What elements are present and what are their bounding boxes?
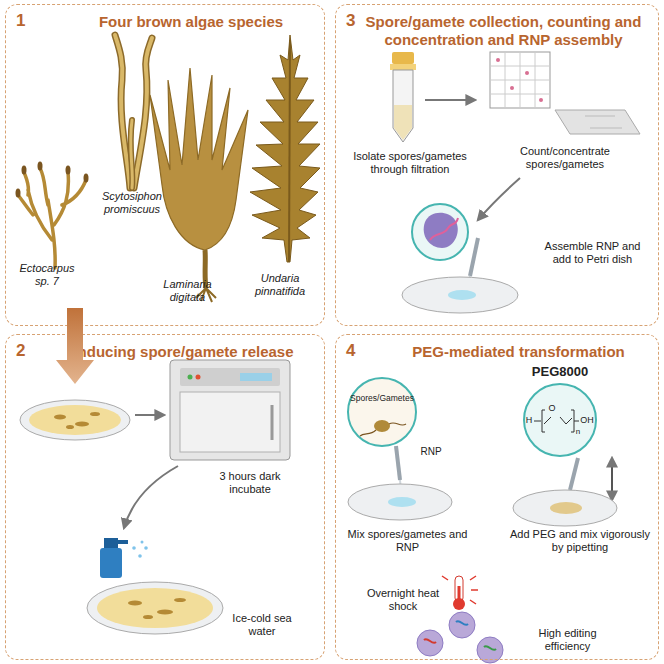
petri-dish	[513, 490, 617, 526]
annotation-label: Spores/Gametes	[348, 393, 416, 403]
incubator	[170, 360, 290, 460]
annotation-label: High editing efficiency	[515, 627, 620, 653]
rnp-zoom	[412, 204, 468, 260]
panel-title: PEG-mediated transformation	[386, 343, 651, 361]
panel-title: Four brown algae species	[66, 13, 316, 31]
annotation-label: Count/concentrate spores/gametes	[490, 145, 640, 171]
spray-bottle	[100, 538, 148, 578]
annotation-label: RNP	[414, 446, 448, 458]
panel-number: 2	[16, 341, 40, 361]
annotation-label: OH	[579, 415, 595, 426]
laminaria-drawing	[150, 68, 248, 302]
annotation-label: Laminaria digitata	[150, 278, 225, 304]
annotation-label: Ice-cold sea water	[222, 612, 302, 638]
flow-arrow	[425, 99, 475, 101]
petri-dish	[402, 277, 518, 313]
thermometer	[442, 576, 478, 610]
petri-dish	[20, 400, 130, 440]
flow-arrow	[478, 178, 520, 220]
panel-number: 4	[346, 341, 370, 361]
mix-arrow	[611, 458, 613, 500]
spore-zoom	[348, 378, 416, 446]
annotation-label: Undaria pinnatifida	[240, 272, 320, 298]
panel-number: 1	[16, 11, 40, 31]
petri-dish	[87, 582, 223, 634]
annotation-label: 3 hours dark incubate	[200, 470, 300, 496]
annotation-label: Overnight heat shock	[358, 587, 448, 613]
annotation-label: O	[547, 403, 557, 414]
annotation-label: Assemble RNP and add to Petri dish	[535, 240, 650, 266]
annotation-label: n	[574, 427, 582, 437]
peg-zoom	[524, 384, 596, 456]
annotation-label: Add PEG and mix vigorously by pipetting	[505, 528, 655, 554]
annotation-label: Scytosiphon promiscuus	[92, 190, 172, 216]
panel-box: 2 Inducing spore/gamete release	[5, 334, 325, 660]
annotation-label: PEG8000	[520, 364, 600, 380]
panel-box: 4 PEG-mediated transformation	[335, 334, 659, 660]
pipette	[396, 446, 401, 490]
edited-cells	[417, 612, 503, 663]
petri-dish	[348, 484, 452, 520]
ectocarpus-drawing	[16, 162, 89, 269]
panel-title: Inducing spore/gamete release	[46, 343, 321, 361]
hemocytometer	[490, 52, 640, 134]
undaria-drawing	[250, 35, 320, 262]
flow-arrow	[135, 414, 164, 416]
annotation-label: Mix spores/gametes and RNP	[345, 528, 470, 554]
falcon-tube	[390, 52, 416, 142]
annotation-label: Isolate spores/gametes through filtratio…	[345, 150, 475, 176]
annotation-label: Ectocarpus sp. 7	[12, 262, 82, 288]
annotation-label: H	[524, 415, 534, 426]
panel-title: Spore/gamete collection, counting and co…	[356, 13, 651, 49]
flow-arrow	[124, 466, 178, 528]
scytosiphon-drawing	[115, 35, 152, 188]
